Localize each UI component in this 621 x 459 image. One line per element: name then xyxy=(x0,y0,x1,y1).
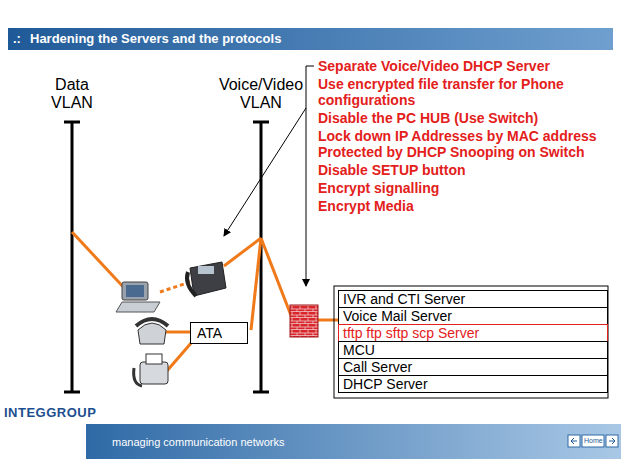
server-stack-back xyxy=(334,286,608,398)
hardening-note: Use encrypted file transfer for Phone co… xyxy=(318,76,614,108)
hardening-note: Encrypt Media xyxy=(318,198,614,214)
network-wires xyxy=(72,232,338,372)
hardening-note: Lock down IP Addresses by MAC address Pr… xyxy=(318,128,614,160)
vlan-bars xyxy=(64,122,269,392)
hardening-notes: Separate Voice/Video DHCP ServerUse encr… xyxy=(318,58,614,216)
vlan-label: Data VLAN xyxy=(42,76,102,112)
server-box: Voice Mail Server xyxy=(338,307,608,325)
footer-tagline: managing communication networks xyxy=(112,436,284,448)
ip-phone-icon xyxy=(187,262,226,296)
hardening-note: Encrypt signalling xyxy=(318,180,614,196)
footer-bar xyxy=(86,424,621,459)
analog-phone-icon xyxy=(136,319,168,344)
hardening-note: Disable the PC HUB (Use Switch) xyxy=(318,110,614,126)
server-box: MCU xyxy=(338,341,608,359)
server-label: tftp ftp sftp scp Server xyxy=(343,325,603,341)
ata-label: ATA xyxy=(197,325,241,341)
vlan-label: Voice/Video VLAN xyxy=(211,76,311,112)
server-box: tftp ftp sftp scp Server xyxy=(338,324,608,342)
nav-button-label: Home xyxy=(584,437,602,445)
server-box: DHCP Server xyxy=(338,375,608,393)
hardening-note: Separate Voice/Video DHCP Server xyxy=(318,58,614,74)
server-label: IVR and CTI Server xyxy=(343,291,603,307)
firewall-icon xyxy=(290,305,318,337)
computer-icon xyxy=(116,282,160,312)
fax-icon xyxy=(134,354,168,386)
server-label: Call Server xyxy=(343,359,603,375)
hardening-note: Disable SETUP button xyxy=(318,162,614,178)
server-box: Call Server xyxy=(338,358,608,376)
title-prefix: .: xyxy=(13,31,21,47)
title-bar xyxy=(8,28,613,50)
server-label: Voice Mail Server xyxy=(343,308,603,324)
slide-title: Hardening the Servers and the protocols xyxy=(30,31,281,47)
ata-box: ATA xyxy=(190,322,248,344)
nav-buttons xyxy=(568,435,618,447)
server-label: DHCP Server xyxy=(343,376,603,392)
server-label: MCU xyxy=(343,342,603,358)
server-box: IVR and CTI Server xyxy=(338,290,608,308)
company-logo: INTEGGROUP xyxy=(4,405,96,420)
